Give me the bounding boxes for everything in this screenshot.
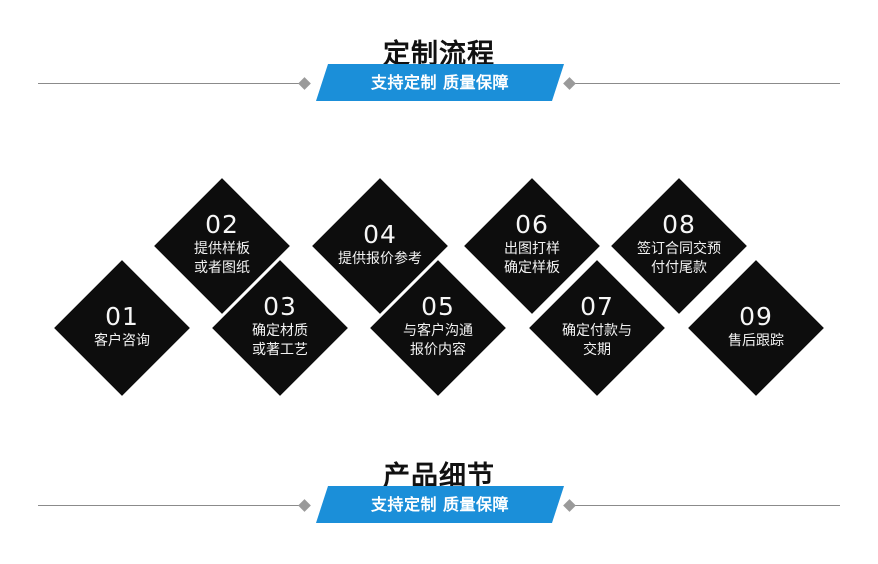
decorative-rule-right-bottom	[572, 505, 840, 506]
process-step-01	[54, 260, 190, 396]
banner-text-top: 支持定制 质量保障	[370, 73, 510, 92]
decorative-rule-right-top	[572, 83, 840, 84]
rule-diamond-marker-right-bottom	[563, 499, 576, 512]
banner-text-bottom: 支持定制 质量保障	[370, 495, 510, 514]
decorative-rule-left-bottom	[38, 505, 306, 506]
decorative-rule-left-top	[38, 83, 306, 84]
section-header-bottom: 产品细节 支持定制 质量保障	[0, 460, 878, 540]
section-header-top: 定制流程 支持定制 质量保障	[0, 38, 878, 118]
rule-diamond-marker-left-bottom	[298, 499, 311, 512]
